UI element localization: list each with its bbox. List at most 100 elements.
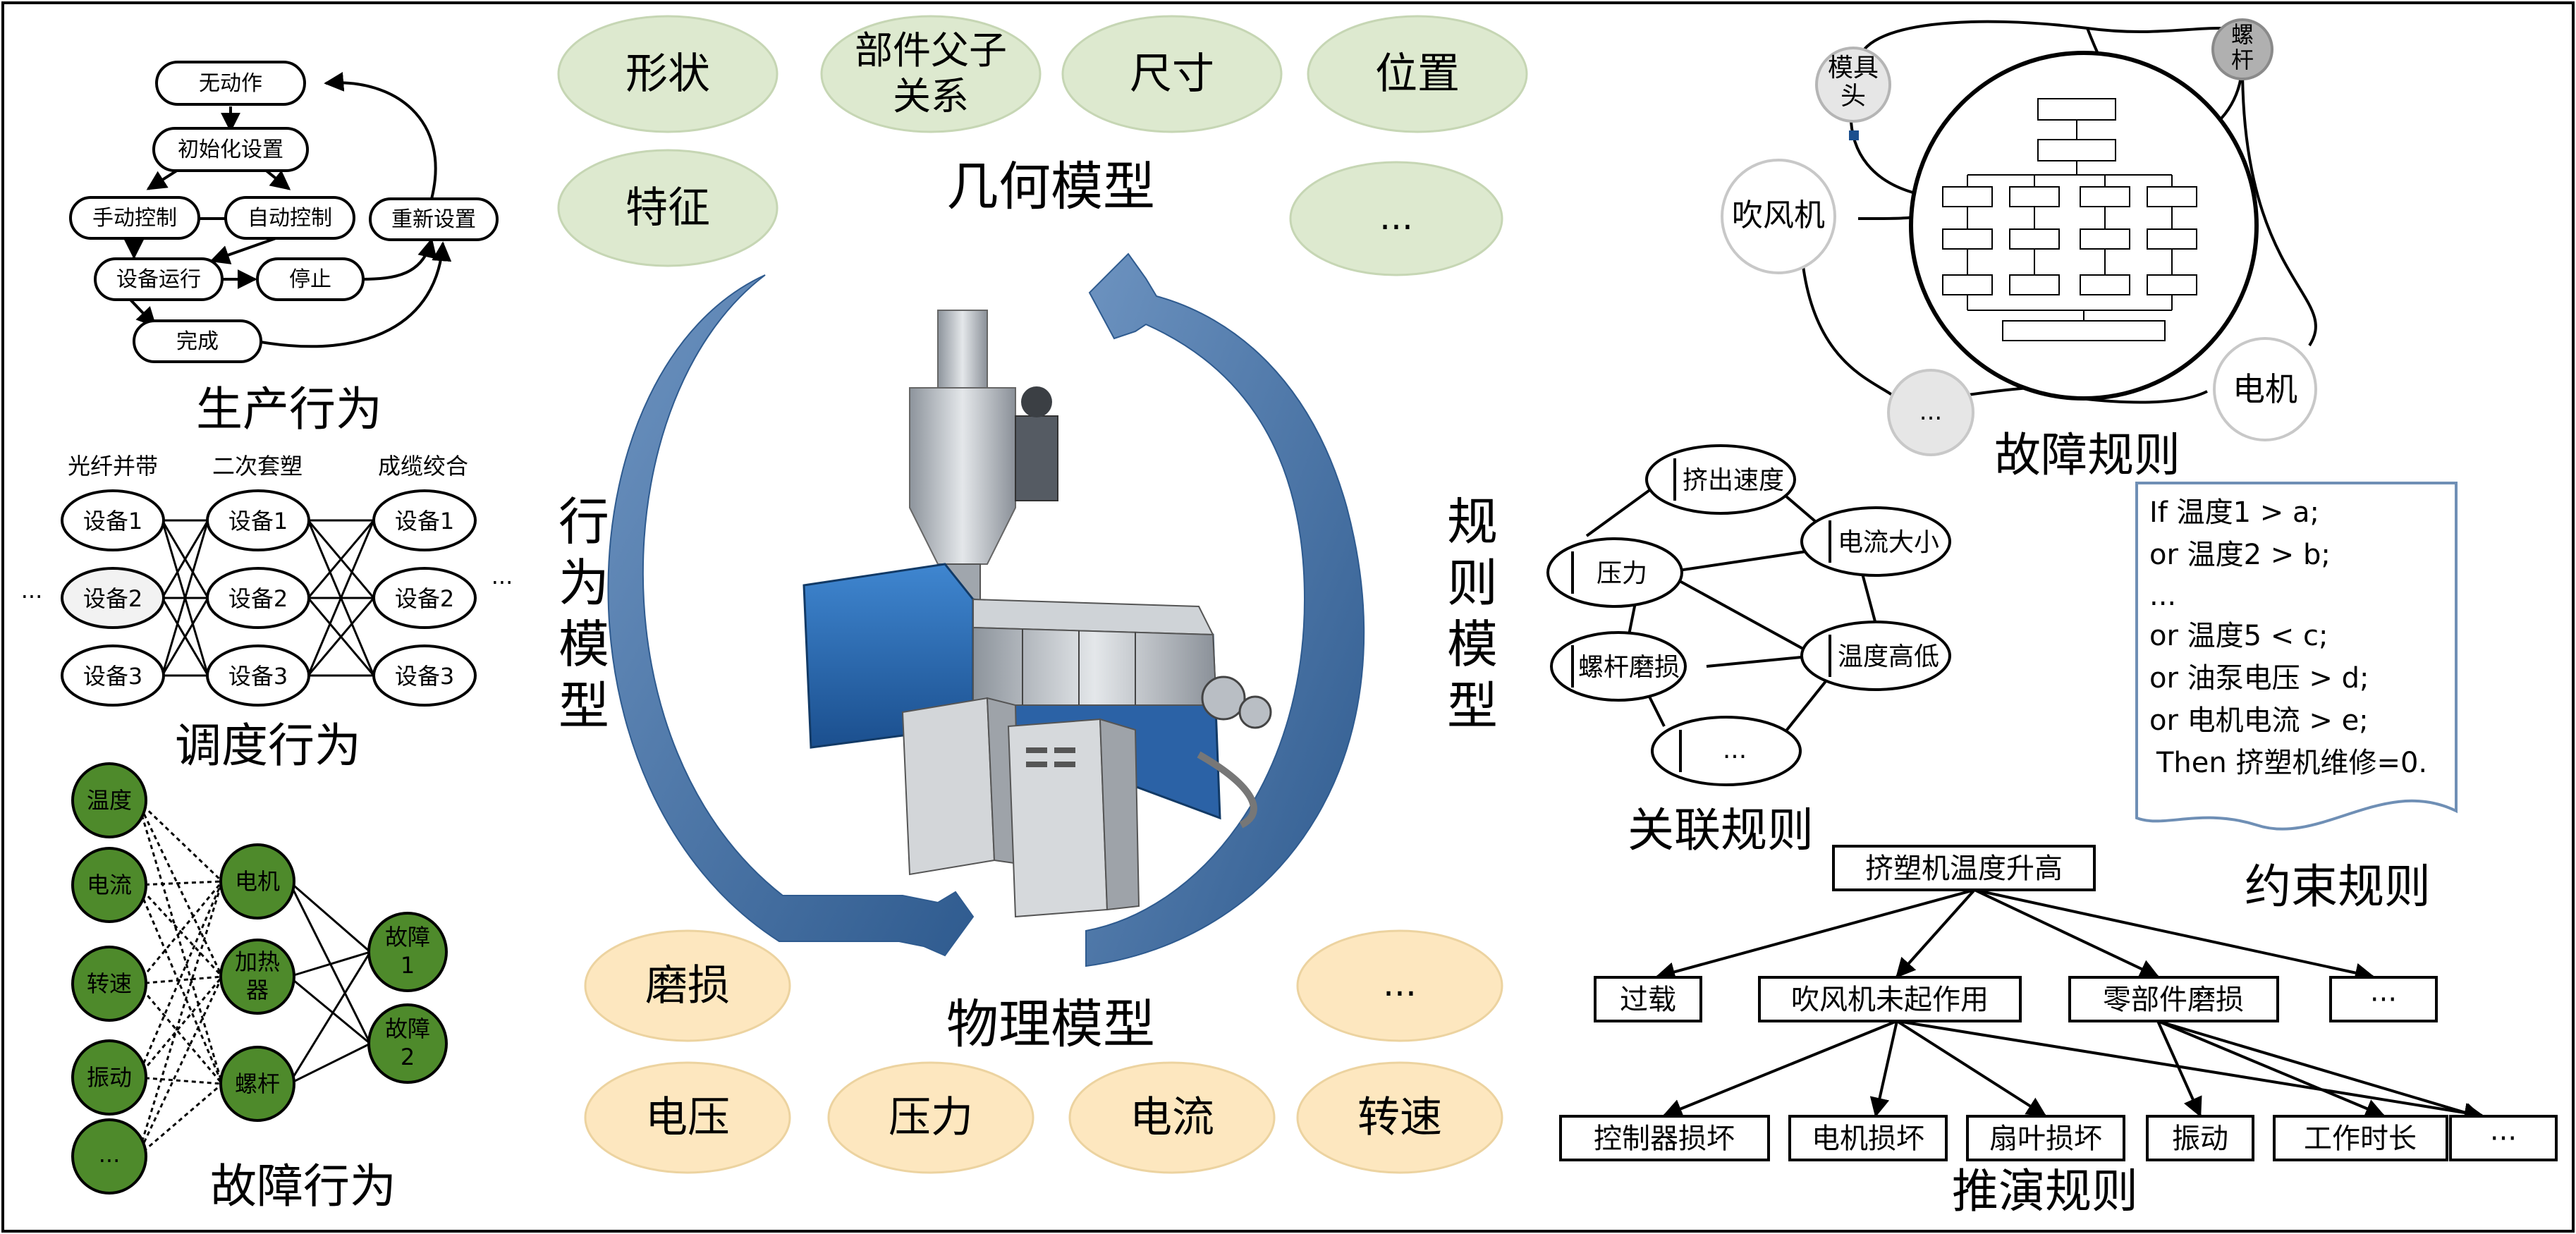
inference-root-label: 挤塑机温度升高: [1865, 853, 2063, 885]
constraint-rules-group: If 温度1 > a; or 温度2 > b; ... or 温度5 < c; …: [2135, 482, 2458, 914]
fault-behavior-title: 故障行为: [210, 1159, 396, 1214]
prod-node-reset: 重新设置: [369, 197, 499, 241]
fault-rule-node-more: ...: [1887, 369, 1974, 456]
geo-item-feature: 特征: [557, 149, 779, 267]
production-behavior-group: 无动作 初始化设置 手动控制 自动控制 重新设置 设备运行 停止 完成: [69, 61, 499, 436]
prod-node-auto: 自动控制: [224, 196, 355, 240]
constraint-line: Then 挤塑机维修=0.: [2156, 747, 2427, 779]
device-label: 设备1: [395, 508, 454, 534]
geo-item-label-line1: 部件父子: [855, 28, 1007, 73]
ellipsis-left: ...: [21, 577, 43, 604]
inference-rules-group: 挤塑机温度升高 过载 吹风机未起作用 零部件磨损 ··· 控制器损坏 电机损坏 …: [1559, 845, 2558, 1218]
svg-text:电流大小: 电流大小: [1838, 528, 1939, 557]
fault-input-label: 转速: [87, 970, 132, 997]
geometry-model-title: 几何模型: [946, 157, 1155, 217]
fault-input-label: 振动: [87, 1064, 132, 1091]
svg-text:为: 为: [558, 554, 609, 613]
svg-text:规: 规: [1447, 492, 1498, 551]
behavior-model-label: 行 为 模 型: [558, 492, 609, 735]
svg-text:挤出速度: 挤出速度: [1683, 466, 1784, 495]
prod-node-no-action: 无动作: [155, 61, 306, 106]
production-behavior-title: 生产行为: [196, 382, 382, 436]
fault-component-label: 电机: [235, 868, 280, 895]
svg-text:振动: 振动: [2172, 1123, 2228, 1155]
geo-item-label: 尺寸: [1130, 49, 1214, 99]
fault-behavior-group: 温度 电流 转速 振动 ... 电机 加热 器 螺杆 故障 1 故障 2 故障行…: [71, 762, 448, 1214]
fault-component-label: 螺杆: [235, 1070, 280, 1097]
stage-label: 光纤并带: [68, 453, 158, 479]
fault-label-line1: 故障: [385, 924, 430, 951]
device-label: 设备1: [228, 508, 288, 534]
geo-item-position: 位置: [1307, 15, 1528, 133]
svg-text:磨损: 磨损: [645, 961, 730, 1010]
device-label: 设备2: [228, 585, 288, 612]
inference-rules-title: 推演规则: [1952, 1164, 2138, 1218]
geo-item-label-line2: 关系: [893, 74, 969, 118]
geo-item-shape: 形状: [557, 15, 779, 133]
phys-item-voltage: 电压: [584, 1061, 791, 1174]
fault-label-line1: 故障: [385, 1015, 430, 1042]
prod-node-manual: 手动控制: [69, 196, 200, 240]
fault-rule-node-motor: 电机: [2213, 337, 2317, 441]
phys-item-wear: 磨损: [584, 929, 791, 1042]
geo-item-label: 位置: [1375, 49, 1460, 99]
extruder-machine-image: [802, 310, 1272, 918]
svg-text:...: ...: [1723, 735, 1747, 764]
svg-text:吹风机: 吹风机: [1732, 197, 1825, 233]
fault-rule-node-blower: 吹风机: [1721, 159, 1836, 274]
ellipsis-right: ...: [492, 563, 513, 589]
constraint-line: or 温度2 > b;: [2149, 539, 2331, 571]
svg-text:···: ···: [2370, 984, 2397, 1016]
association-rules-group: 挤出速度 压力 电流大小 螺杆磨损 温度高低 ... 关联规则: [1546, 444, 1951, 857]
physical-model-title: 物理模型: [946, 994, 1155, 1055]
phys-item-pressure: 压力: [827, 1061, 1034, 1174]
device-label: 设备2: [395, 585, 454, 612]
svg-text:则: 则: [1447, 554, 1498, 613]
left-cycle-arrow: [607, 274, 975, 957]
cycle-arrows: [607, 252, 1365, 967]
svg-text:头: 头: [1841, 82, 1866, 111]
fault-label-line2: 1: [401, 952, 415, 979]
svg-text:重新设置: 重新设置: [391, 207, 476, 232]
device-label: 设备1: [83, 508, 142, 534]
phys-item-speed: 转速: [1296, 1061, 1503, 1174]
geo-item-size: 尺寸: [1061, 15, 1283, 133]
physical-model-group: 磨损 ... 电压 压力 电流 转速 物理模型: [584, 929, 1503, 1174]
svg-text:螺杆磨损: 螺杆磨损: [1578, 653, 1680, 682]
phys-item-current: 电流: [1068, 1061, 1276, 1174]
svg-text:停止: 停止: [289, 267, 331, 292]
svg-text:完成: 完成: [176, 329, 219, 354]
svg-text:电机: 电机: [2233, 370, 2297, 408]
phys-item-more: ...: [1296, 929, 1503, 1042]
stage-label: 二次套塑: [212, 453, 303, 479]
svg-text:初始化设置: 初始化设置: [178, 138, 283, 162]
constraint-line: or 温度5 < c;: [2149, 620, 2328, 652]
svg-text:行: 行: [558, 492, 609, 551]
prod-node-running: 设备运行: [94, 257, 224, 301]
constraint-line: or 电机电流 > e;: [2149, 704, 2369, 737]
svg-text:型: 型: [1447, 676, 1498, 735]
svg-text:转速: 转速: [1357, 1093, 1442, 1142]
svg-text:扇叶损坏: 扇叶损坏: [1989, 1123, 2102, 1155]
geo-item-label: ...: [1379, 197, 1413, 238]
geo-item-parent-child: 部件父子 关系: [820, 15, 1042, 133]
device-label: 设备3: [228, 663, 288, 690]
device-label: 设备3: [395, 663, 454, 690]
svg-text:温度高低: 温度高低: [1838, 642, 1939, 671]
constraint-line: If 温度1 > a;: [2149, 496, 2319, 529]
svg-text:模: 模: [1447, 615, 1498, 674]
geo-item-more: ...: [1289, 161, 1503, 276]
geometry-model-group: 形状 部件父子 关系 尺寸 位置 特征 ... 几何模型: [557, 15, 1528, 276]
svg-text:自动控制: 自动控制: [248, 206, 332, 231]
svg-text:电压: 电压: [645, 1093, 730, 1142]
svg-text:控制器损坏: 控制器损坏: [1594, 1123, 1735, 1155]
association-rules-title: 关联规则: [1628, 803, 1814, 857]
fault-label-line2: 2: [401, 1044, 415, 1070]
stage-label: 成缆绞合: [378, 453, 468, 479]
svg-text:设备运行: 设备运行: [116, 267, 201, 292]
fault-input-label: ...: [99, 1141, 121, 1168]
fault-rules-title: 故障规则: [1994, 428, 2180, 482]
svg-text:电机损坏: 电机损坏: [1812, 1123, 1924, 1155]
